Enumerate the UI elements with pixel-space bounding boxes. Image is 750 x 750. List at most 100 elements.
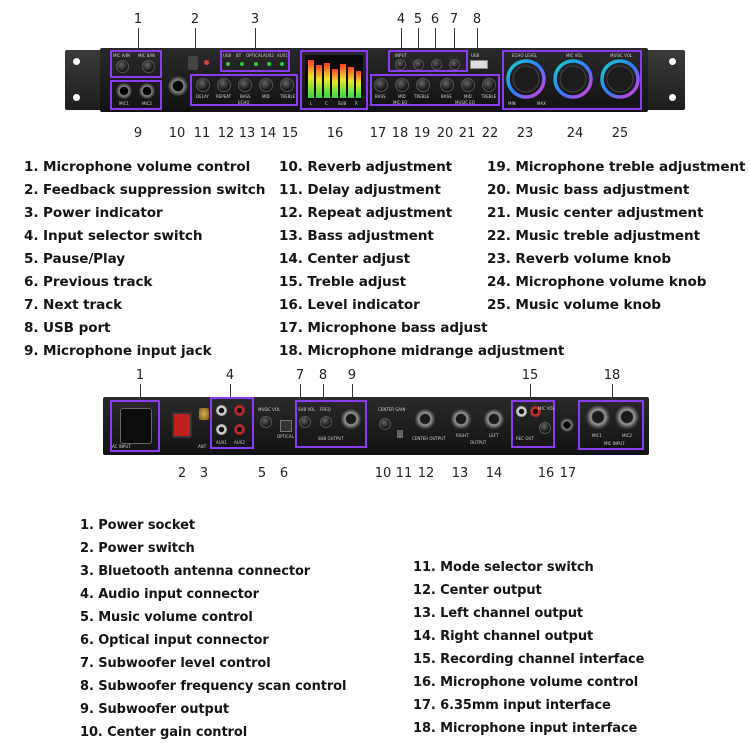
- front-input-jack[interactable]: [168, 76, 188, 96]
- power-switch[interactable]: [172, 412, 192, 438]
- leader-line: [138, 28, 139, 50]
- label-ac-input: AC INPUT: [112, 444, 131, 449]
- label-repeat: REPEAT: [216, 94, 232, 99]
- label-bass: BASS: [240, 94, 251, 99]
- mic1-input-jack[interactable]: [116, 83, 132, 99]
- feedback-switch[interactable]: [188, 56, 198, 70]
- subwoofer-output[interactable]: [340, 408, 362, 430]
- callout-21: 21: [458, 126, 476, 141]
- label-mic-a: MIC A/IN: [113, 53, 130, 58]
- legend-item: 16. Level indicator: [279, 297, 420, 313]
- bluetooth-antenna-connector[interactable]: [199, 408, 209, 420]
- delay-knob[interactable]: [217, 78, 231, 92]
- highlight-mic-input: [110, 80, 162, 110]
- input-jack-6-35mm[interactable]: [560, 418, 574, 432]
- highlight-mic-volume: [110, 50, 162, 78]
- mic2-input-jack[interactable]: [139, 83, 155, 99]
- aux2-right-rca[interactable]: [234, 424, 245, 435]
- mic2-xlr-input[interactable]: [614, 404, 640, 430]
- label-music-vol: MUSIC VOL: [610, 53, 633, 58]
- label-music-eq: MUSIC EQ: [455, 100, 475, 105]
- label-left: LEFT: [489, 433, 499, 438]
- leader-line: [530, 384, 531, 398]
- aux1-left-rca[interactable]: [216, 405, 227, 416]
- center-output[interactable]: [414, 408, 436, 430]
- rear-callout-10: 10: [374, 466, 392, 481]
- center-gain-control[interactable]: [379, 418, 391, 430]
- play-pause-button[interactable]: [413, 59, 424, 70]
- leader-line: [300, 384, 301, 398]
- next-track-button[interactable]: [449, 59, 460, 70]
- power-socket[interactable]: [120, 408, 152, 444]
- label-mic-b: MIC B/IN: [138, 53, 155, 58]
- mic-a-volume-knob[interactable]: [116, 60, 129, 73]
- rec-out-right[interactable]: [530, 406, 541, 417]
- callout-13: 13: [238, 126, 256, 141]
- highlight-input-leds: [220, 50, 290, 72]
- leader-line: [352, 384, 353, 398]
- legend-item: 12. Center output: [413, 583, 542, 598]
- label-delay: DELAY: [196, 94, 209, 99]
- microphone-volume-control[interactable]: [539, 422, 551, 434]
- rear-legend-col1: 1. Power socket 2. Power switch 3. Bluet…: [80, 514, 346, 744]
- repeat-knob[interactable]: [238, 78, 252, 92]
- legend-item: 15. Treble adjust: [279, 274, 406, 290]
- music-bass-knob[interactable]: [440, 78, 454, 92]
- label-mid: MID: [262, 94, 270, 99]
- mic-bass-knob[interactable]: [374, 78, 388, 92]
- legend-item: 8. USB port: [24, 320, 111, 336]
- mic-b-volume-knob[interactable]: [142, 60, 155, 73]
- music-volume-knob: [606, 65, 634, 93]
- highlight-recording: [511, 400, 555, 448]
- front-legend-col3: 19. Microphone treble adjustment 20. Mus…: [487, 156, 746, 317]
- input-selector-button[interactable]: [395, 59, 406, 70]
- reverb-knob[interactable]: [196, 78, 210, 92]
- music-volume-control[interactable]: [260, 416, 272, 428]
- callout-24: 24: [566, 126, 584, 141]
- led-usb: [226, 62, 230, 66]
- leader-line: [435, 28, 436, 50]
- leader-line: [418, 28, 419, 50]
- rear-panel: [103, 397, 649, 455]
- rear-callout-16: 16: [537, 466, 555, 481]
- label-freq: FREQ: [320, 407, 331, 412]
- legend-item: 11. Mode selector switch: [413, 560, 594, 575]
- callout-18: 18: [391, 126, 409, 141]
- optical-input-connector[interactable]: [280, 420, 292, 432]
- label-ant: ANT: [198, 444, 207, 449]
- leader-line: [612, 384, 613, 398]
- mode-selector-switch[interactable]: [397, 430, 403, 438]
- mic-treble-knob[interactable]: [416, 78, 430, 92]
- led-label-optical: OPTICAL: [246, 53, 263, 58]
- treble-knob[interactable]: [280, 78, 294, 92]
- callout-2: 2: [190, 12, 200, 27]
- aux2-left-rca[interactable]: [216, 424, 227, 435]
- music-treble-knob[interactable]: [482, 78, 496, 92]
- legend-item: 18. Microphone midrange adjustment: [279, 343, 565, 359]
- left-channel-output[interactable]: [483, 408, 505, 430]
- previous-track-button[interactable]: [431, 59, 442, 70]
- callout-23: 23: [516, 126, 534, 141]
- meter-label-c: C: [325, 101, 328, 106]
- bass-knob[interactable]: [259, 78, 273, 92]
- led-aux2: [267, 62, 271, 66]
- mic1-xlr-input[interactable]: [585, 404, 611, 430]
- subwoofer-frequency-control[interactable]: [320, 416, 332, 428]
- label-aux1: AUX1: [216, 440, 227, 445]
- rec-out-left[interactable]: [516, 406, 527, 417]
- led-label-bt: BT: [236, 53, 242, 58]
- label-output: OUTPUT: [470, 440, 487, 445]
- label-usb: USB: [471, 53, 480, 58]
- aux1-right-rca[interactable]: [234, 405, 245, 416]
- usb-port[interactable]: [470, 60, 488, 69]
- mic-mid-knob[interactable]: [395, 78, 409, 92]
- music-mid-knob[interactable]: [461, 78, 475, 92]
- right-channel-output[interactable]: [450, 408, 472, 430]
- led-label-usb: USB: [223, 53, 232, 58]
- label-echo: ECHO: [238, 100, 250, 105]
- subwoofer-level-control[interactable]: [299, 416, 311, 428]
- legend-item: 17. Microphone bass adjust: [279, 320, 488, 336]
- legend-item: 24. Microphone volume knob: [487, 274, 707, 290]
- mic-volume-ring: [553, 59, 593, 99]
- callout-7: 7: [449, 12, 459, 27]
